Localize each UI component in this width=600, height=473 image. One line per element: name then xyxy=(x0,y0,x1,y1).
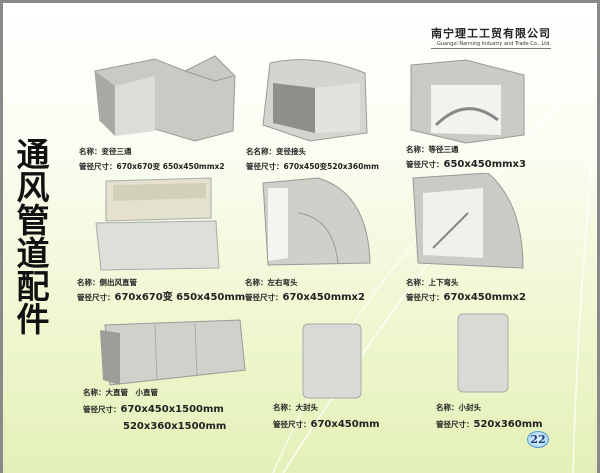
product-image-side-outlet-duct xyxy=(95,177,220,271)
product-label: 名称：小封头管径尺寸：520x360mm xyxy=(436,403,543,430)
product-image-equal-tee xyxy=(410,59,525,144)
product-label: 名称：上下弯头管径尺寸：670x450mmx2 xyxy=(406,278,526,303)
company-name-en: Guangxi Nanning Industry and Trade Co., … xyxy=(431,41,551,49)
product-image-vertical-elbow xyxy=(412,173,524,269)
product-image-reducer xyxy=(262,59,368,142)
product-label: 名名称：变径接头管径尺寸：670x450变520x360mm xyxy=(246,147,379,171)
product-image-large-end-cap xyxy=(302,323,362,399)
product-label: 名称：侧出风直管管径尺寸：670x670变 650x450mm xyxy=(77,278,246,303)
decorative-curve xyxy=(572,152,594,473)
page-title: 通风管道配件 xyxy=(16,135,50,339)
product-image-horizontal-elbow xyxy=(262,177,371,266)
product-label: 名称：变径三通管径尺寸：670x670变 650x450mmx2 xyxy=(79,147,225,171)
product-label: 名称：等径三通管径尺寸：650x450mmx3 xyxy=(406,145,526,170)
product-image-small-end-cap xyxy=(457,313,509,393)
page-number-badge: 22 xyxy=(527,431,549,448)
company-header: 南宁理工工贸有限公司 Guangxi Nanning Industry and … xyxy=(431,25,551,49)
company-name-cn: 南宁理工工贸有限公司 xyxy=(431,27,551,40)
product-label: 名称：大封头管径尺寸：670x450mm xyxy=(273,403,380,430)
product-image-straight-ducts xyxy=(100,319,246,386)
product-label: 名称：左右弯头管径尺寸：670x450mmx2 xyxy=(245,278,365,303)
product-image-reducing-tee xyxy=(94,55,236,142)
